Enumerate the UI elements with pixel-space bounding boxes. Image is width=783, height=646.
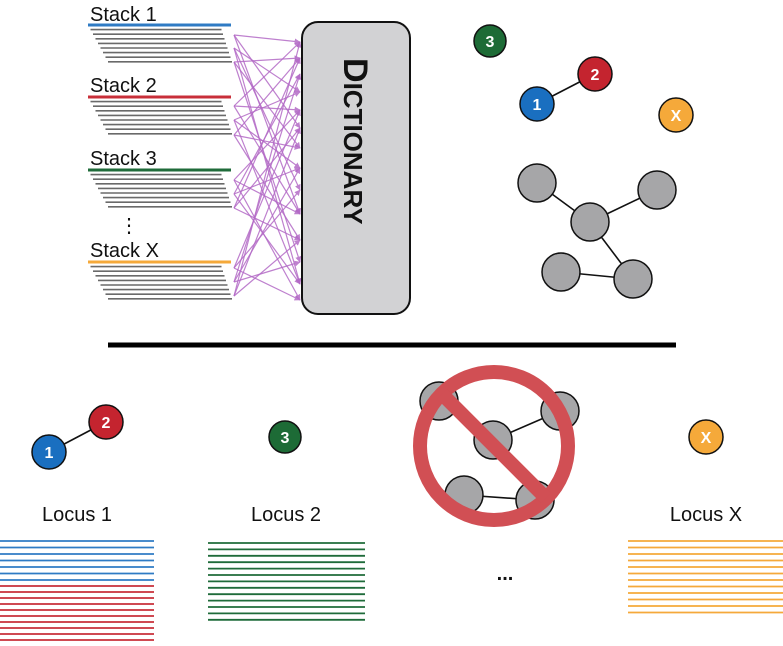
connector-arrow <box>233 73 302 283</box>
connector-arrow <box>233 57 301 136</box>
svg-text:1: 1 <box>45 445 54 462</box>
locus-2-reads <box>208 542 365 621</box>
locus-2: 3 Locus 2 <box>208 420 365 621</box>
connector-arrow <box>233 47 302 285</box>
locus-x-reads <box>628 540 783 614</box>
locus-1-label: Locus 1 <box>42 504 112 526</box>
stack-dictionary-connectors <box>233 34 302 301</box>
connector-arrow <box>233 91 301 121</box>
connector-arrow <box>233 134 301 150</box>
svg-text:1: 1 <box>533 97 542 114</box>
stack-label-3: Stack 3 <box>90 148 157 170</box>
connector-arrow <box>233 109 301 269</box>
dictionary-label: DICTIONARY <box>336 58 374 225</box>
locus-x: X Locus X <box>628 419 783 614</box>
connector-arrow <box>233 260 301 283</box>
connector-arrow <box>233 119 301 169</box>
svg-text:X: X <box>701 430 712 447</box>
node-1-top: 1 <box>519 86 555 122</box>
locus-x-label: Locus X <box>670 504 742 526</box>
node-2-bottom: 2 <box>88 404 124 440</box>
locus-1: 1 2 Locus 1 <box>0 404 154 641</box>
stack-group-1: Stack 1 <box>88 4 232 63</box>
connector-arrow <box>233 34 301 215</box>
stack-label-x: Stack X <box>90 240 159 262</box>
stack-label-2: Stack 2 <box>90 75 157 97</box>
svg-text:2: 2 <box>102 415 111 432</box>
node-x-top: X <box>658 97 694 133</box>
top-graph-nodes: 3 2 1 X <box>473 24 694 299</box>
connector-arrow <box>233 109 301 181</box>
stack-label-1: Stack 1 <box>90 4 157 26</box>
connector-arrow <box>233 61 301 149</box>
connector-arrow <box>233 239 301 297</box>
vertical-ellipsis: ⋮ <box>119 215 139 237</box>
svg-text:3: 3 <box>281 430 290 447</box>
connector-arrow <box>233 41 302 297</box>
connector-arrow <box>233 127 301 297</box>
stack-group-2: Stack 2 <box>88 75 232 135</box>
dictionary-box: DICTIONARY <box>301 21 411 315</box>
prohibited-network <box>413 365 580 527</box>
connector-arrow <box>233 119 301 285</box>
loci-ellipsis: ... <box>497 563 514 585</box>
svg-text:2: 2 <box>591 67 600 84</box>
svg-text:3: 3 <box>486 34 495 51</box>
node-3-top: 3 <box>473 24 507 58</box>
connector-arrow <box>233 34 301 45</box>
connector-arrow <box>233 105 301 215</box>
node-1-bottom: 1 <box>31 434 67 470</box>
connector-arrow <box>233 193 301 285</box>
stack-group-x: Stack X <box>88 240 232 300</box>
stack-group-3: Stack 3 <box>88 148 232 208</box>
connector-arrow <box>233 47 301 191</box>
connector-arrow <box>233 167 301 283</box>
connector-arrow <box>233 41 301 107</box>
connector-arrow <box>233 167 301 195</box>
node-2-top: 2 <box>577 56 613 92</box>
locus-1-reads <box>0 540 154 641</box>
node-x-bottom: X <box>688 419 724 455</box>
connector-arrow <box>233 34 301 129</box>
connector-arrow <box>233 267 301 301</box>
prohibition-icon <box>413 365 575 527</box>
connector-arrow <box>233 179 301 215</box>
connector-arrow <box>233 55 301 63</box>
svg-text:X: X <box>671 108 682 125</box>
locus-2-label: Locus 2 <box>251 504 321 526</box>
gray-network-top <box>517 163 677 299</box>
node-3-bottom: 3 <box>268 420 302 454</box>
